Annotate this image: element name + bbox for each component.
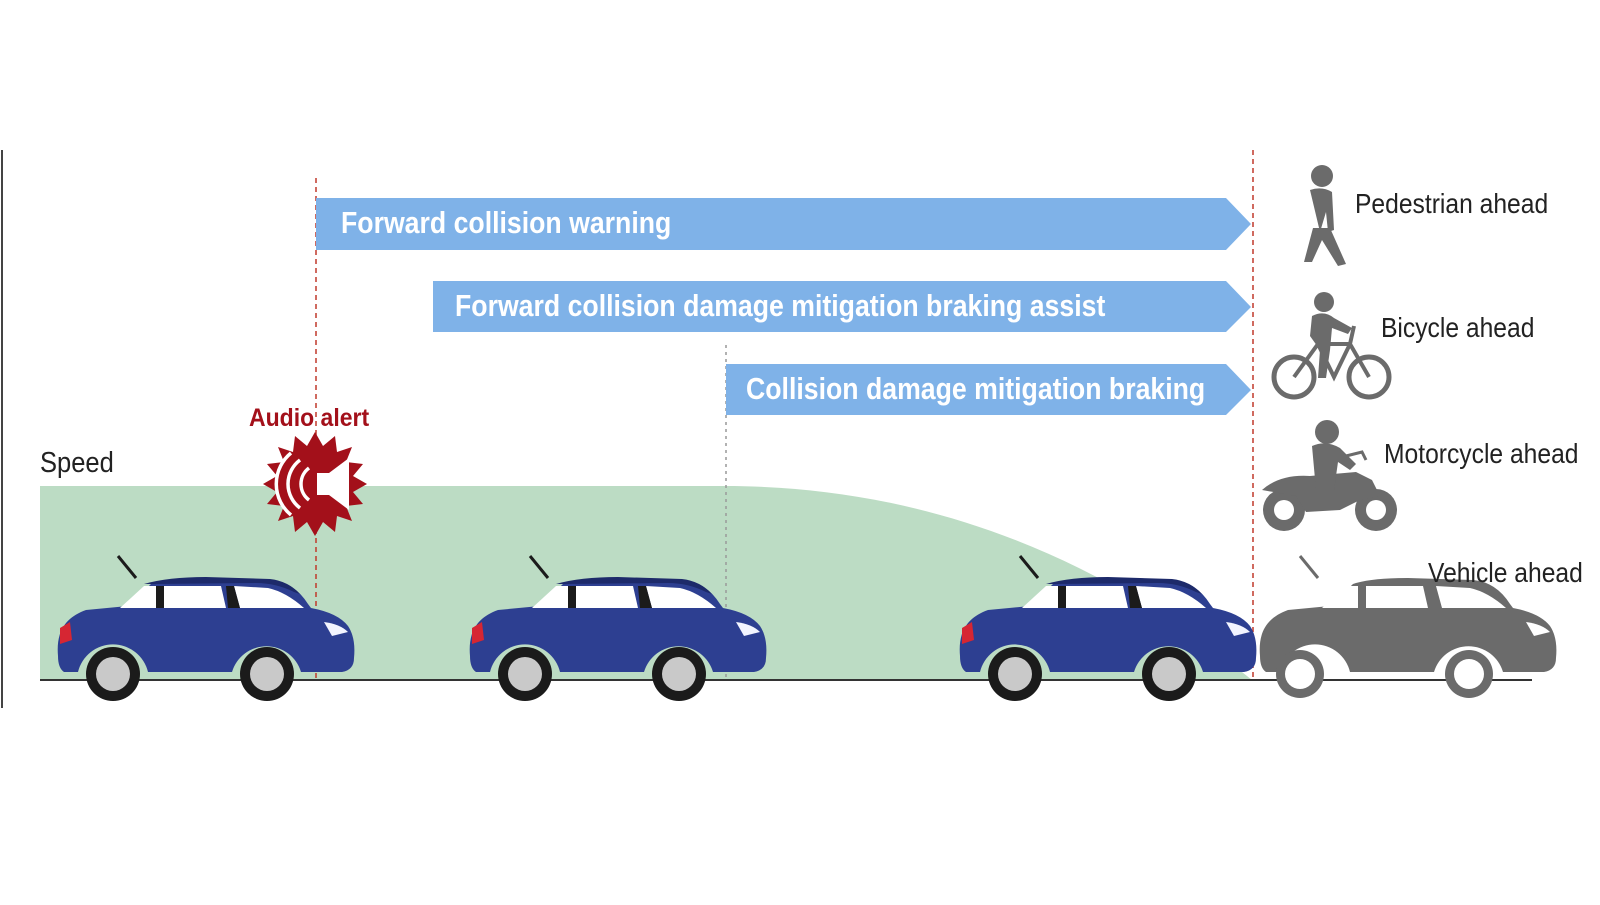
bar-forward-collision-warning	[316, 198, 1251, 250]
target-label-vehicle: Vehicle ahead	[1428, 557, 1583, 588]
bar-braking-assist	[433, 281, 1251, 332]
bar-label-forward-collision-warning: Forward collision warning	[341, 205, 672, 240]
bar-label-mitigation-braking: Collision damage mitigation braking	[746, 371, 1206, 406]
target-label-bicycle: Bicycle ahead	[1381, 312, 1535, 343]
audio-alert-label: Audio alert	[249, 404, 370, 432]
pedestrian-icon	[1304, 165, 1346, 266]
bar-label-braking-assist: Forward collision damage mitigation brak…	[455, 288, 1106, 323]
target-label-pedestrian: Pedestrian ahead	[1355, 188, 1549, 219]
speed-label: Speed	[40, 447, 114, 479]
bicycle-icon	[1271, 292, 1392, 400]
bar-mitigation-braking	[726, 364, 1251, 415]
motorcycle-icon	[1262, 420, 1397, 531]
target-label-motorcycle: Motorcycle ahead	[1384, 438, 1579, 469]
vehicle-icon	[1259, 555, 1557, 698]
audio-alert-icon	[263, 432, 367, 536]
